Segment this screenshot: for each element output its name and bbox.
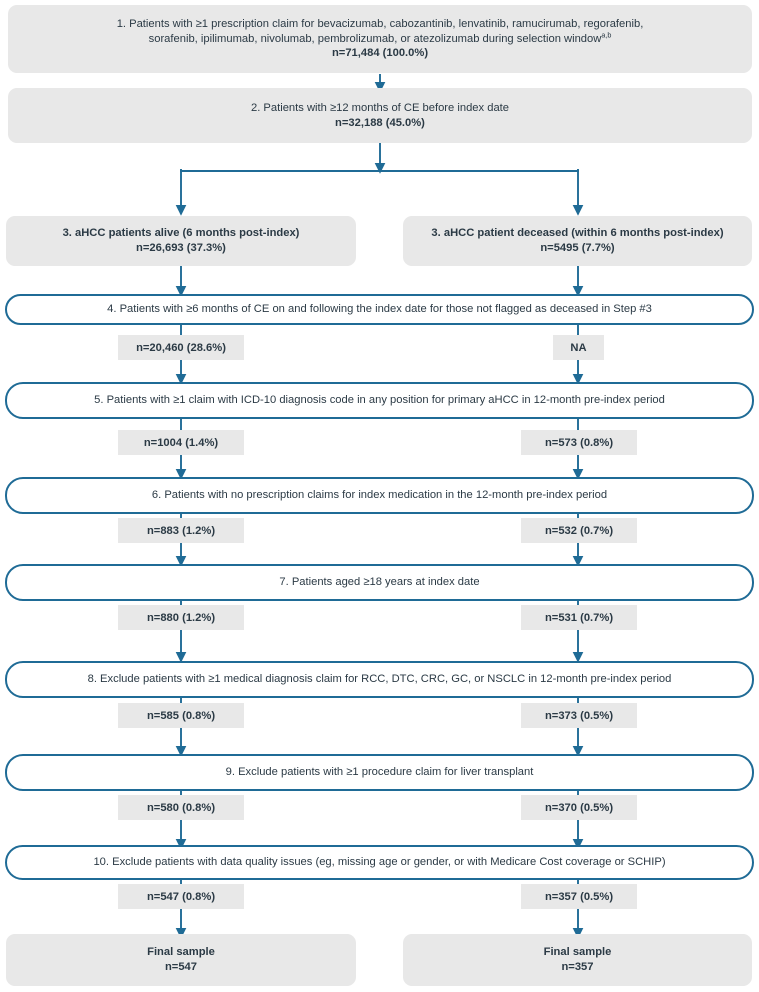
step-3-alive-count: n=26,693 (37.3%) (136, 242, 226, 254)
node-step-5: 5. Patients with ≥1 claim with ICD-10 di… (5, 382, 754, 419)
node-final-sample-right: Final sample n=357 (403, 934, 752, 986)
chip-after-step-4-left: n=20,460 (28.6%) (118, 335, 244, 360)
chip-after-step-8-right: n=373 (0.5%) (521, 703, 637, 728)
node-final-sample-left: Final sample n=547 (6, 934, 356, 986)
chip-after-step-9-right: n=370 (0.5%) (521, 795, 637, 820)
step-1-count: n=71,484 (100.0%) (331, 47, 429, 60)
chip-after-step-9-left: n=580 (0.8%) (118, 795, 244, 820)
node-step-3-deceased: 3. aHCC patient deceased (within 6 month… (403, 216, 752, 266)
step-3-deceased-line-1: 3. aHCC patient deceased (within 6 month… (431, 227, 724, 240)
final-left-label: Final sample (147, 946, 215, 959)
step-8-line-1: 8. Exclude patients with ≥1 medical diag… (87, 673, 672, 686)
step-2-line-1: 2. Patients with ≥12 months of CE before… (250, 101, 509, 114)
chip-after-step-8-left: n=585 (0.8%) (118, 703, 244, 728)
step-1-line-2: sorafenib, ipilimumab, nivolumab, pembro… (148, 29, 612, 45)
chip-after-step-4-right: NA (553, 335, 604, 360)
final-left-count: n=547 (164, 961, 198, 973)
chip-after-step-10-left: n=547 (0.8%) (118, 884, 244, 909)
step-5-line-1: 5. Patients with ≥1 claim with ICD-10 di… (94, 394, 665, 407)
chip-after-step-6-left: n=883 (1.2%) (118, 518, 244, 543)
node-step-7: 7. Patients aged ≥18 years at index date (5, 564, 754, 601)
chip-after-step-7-left: n=880 (1.2%) (118, 605, 244, 630)
step-4-line-1: 4. Patients with ≥6 months of CE on and … (107, 303, 652, 316)
node-step-9: 9. Exclude patients with ≥1 procedure cl… (5, 754, 754, 791)
final-right-count: n=357 (561, 961, 594, 973)
step-3-deceased-count: n=5495 (7.7%) (540, 242, 615, 254)
node-step-6: 6. Patients with no prescription claims … (5, 477, 754, 514)
node-step-1: 1. Patients with ≥1 prescription claim f… (8, 5, 752, 73)
step-6-line-1: 6. Patients with no prescription claims … (151, 489, 608, 502)
step-7-line-1: 7. Patients aged ≥18 years at index date (279, 576, 480, 589)
node-step-8: 8. Exclude patients with ≥1 medical diag… (5, 661, 754, 698)
step-2-count: n=32,188 (45.0%) (335, 116, 425, 129)
node-step-4: 4. Patients with ≥6 months of CE on and … (5, 294, 754, 325)
chip-after-step-5-left: n=1004 (1.4%) (118, 430, 244, 455)
node-step-3-alive: 3. aHCC patients alive (6 months post-in… (6, 216, 356, 266)
node-step-2: 2. Patients with ≥12 months of CE before… (8, 88, 752, 143)
chip-after-step-5-right: n=573 (0.8%) (521, 430, 637, 455)
node-step-10: 10. Exclude patients with data quality i… (5, 845, 754, 880)
step-1-line-1: 1. Patients with ≥1 prescription claim f… (116, 18, 644, 31)
chip-after-step-10-right: n=357 (0.5%) (521, 884, 637, 909)
final-right-label: Final sample (543, 946, 612, 959)
step-3-alive-line-1: 3. aHCC patients alive (6 months post-in… (62, 227, 300, 240)
step-10-line-1: 10. Exclude patients with data quality i… (93, 856, 666, 869)
chip-after-step-6-right: n=532 (0.7%) (521, 518, 637, 543)
step-1-footnote-marker: a,b (601, 29, 612, 39)
step-9-line-1: 9. Exclude patients with ≥1 procedure cl… (225, 766, 534, 779)
chip-after-step-7-right: n=531 (0.7%) (521, 605, 637, 630)
